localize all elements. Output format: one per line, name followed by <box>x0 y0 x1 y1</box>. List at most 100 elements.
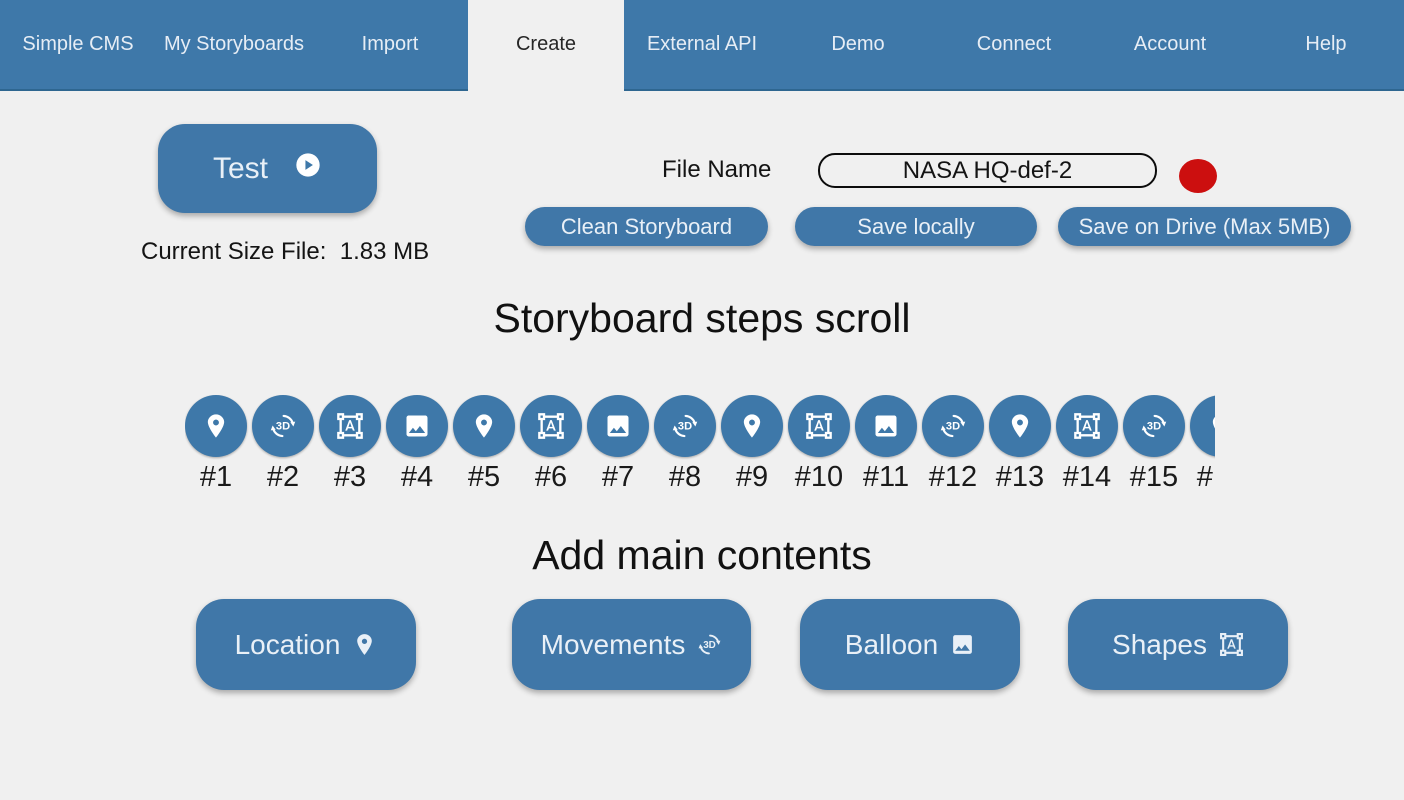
step-circle[interactable] <box>453 395 515 457</box>
step-label: #7 <box>601 461 635 493</box>
location-button[interactable]: Location <box>196 599 416 690</box>
content-button-label: Balloon <box>844 628 939 660</box>
step-label: #1 <box>199 461 233 493</box>
shapes-icon <box>337 413 363 439</box>
step-circle[interactable]: 3D <box>922 395 984 457</box>
step-label: #2 <box>266 461 300 493</box>
step-label: #3 <box>333 461 367 493</box>
content-button-label: Movements <box>540 628 686 660</box>
save-locally-button[interactable]: Save locally <box>795 207 1037 246</box>
nav-item-simple-cms[interactable]: Simple CMS <box>0 0 156 91</box>
nav-item-label: Import <box>361 33 419 55</box>
step-label: #9 <box>735 461 769 493</box>
step-item: #13 <box>989 395 1051 494</box>
content-button-label: Location <box>234 628 341 660</box>
step-item: 3D #2 <box>252 395 314 494</box>
location-icon <box>475 414 493 438</box>
file-name-input[interactable] <box>818 153 1157 188</box>
current-size-label: Current Size File: <box>141 238 327 265</box>
nav-item-import[interactable]: Import <box>312 0 468 91</box>
step-label: #14 <box>1062 461 1112 493</box>
step-label: #16 <box>1196 461 1215 493</box>
step-item: #11 <box>855 395 917 494</box>
nav-item-label: Demo <box>831 33 885 55</box>
image-icon <box>875 415 897 437</box>
top-nav: Simple CMS My Storyboards Import Create … <box>0 0 1404 91</box>
shapes-icon <box>806 413 832 439</box>
location-icon <box>1212 416 1215 429</box>
svg-text:3D: 3D <box>946 421 960 433</box>
step-label: #12 <box>928 461 978 493</box>
step-circle[interactable] <box>319 395 381 457</box>
step-circle[interactable] <box>1190 395 1215 457</box>
3d-rotation-icon: 3D <box>672 414 698 438</box>
step-item: 3D #12 <box>922 395 984 494</box>
svg-text:3D: 3D <box>678 421 692 433</box>
step-item: 3D #8 <box>654 395 716 494</box>
shapes-button[interactable]: Shapes <box>1068 599 1288 690</box>
test-button-label: Test <box>212 151 269 185</box>
save-on-drive-label: Save on Drive (Max 5MB) <box>1078 213 1331 239</box>
step-item: #5 <box>453 395 515 494</box>
status-dot <box>1179 159 1217 193</box>
step-item: #1 <box>185 395 247 494</box>
nav-item-account[interactable]: Account <box>1092 0 1248 91</box>
step-circle[interactable]: 3D <box>1123 395 1185 457</box>
file-name-label: File Name <box>662 156 772 183</box>
step-item: #7 <box>587 395 649 494</box>
content-button-label: Shapes <box>1112 628 1207 660</box>
test-button[interactable]: Test <box>158 124 377 213</box>
play-icon-slot <box>294 151 322 187</box>
step-label: #6 <box>534 461 568 493</box>
image-icon <box>607 415 629 437</box>
add-main-contents-title: Add main contents <box>532 532 872 578</box>
step-circle[interactable] <box>520 395 582 457</box>
image-icon <box>406 415 428 437</box>
nav-item-connect[interactable]: Connect <box>936 0 1092 91</box>
location-icon <box>357 634 373 655</box>
balloon-button[interactable]: Balloon <box>800 599 1020 690</box>
step-circle[interactable] <box>386 395 448 457</box>
current-size-text: Current Size File: 1.83 MB <box>141 238 429 266</box>
3d-rotation-icon: 3D <box>270 414 296 438</box>
storyboard-steps-title: Storyboard steps scroll <box>493 295 911 341</box>
step-circle[interactable]: 3D <box>252 395 314 457</box>
nav-item-label: Help <box>1305 33 1347 55</box>
step-circle[interactable] <box>721 395 783 457</box>
svg-text:3D: 3D <box>704 640 717 651</box>
nav-item-demo[interactable]: Demo <box>780 0 936 91</box>
play-icon <box>296 152 320 177</box>
svg-text:3D: 3D <box>1147 421 1161 433</box>
nav-item-label: Simple CMS <box>22 33 134 55</box>
step-item: #6 <box>520 395 582 494</box>
nav-item-help[interactable]: Help <box>1248 0 1404 91</box>
step-circle[interactable] <box>1056 395 1118 457</box>
step-circle[interactable] <box>989 395 1051 457</box>
step-item: #3 <box>319 395 381 494</box>
storyboard-steps-strip[interactable]: #1 3D #2 #3 #4 #5 #6 <box>185 395 1215 497</box>
nav-item-create[interactable]: Create <box>468 0 624 91</box>
step-item: #4 <box>386 395 448 494</box>
movements-button[interactable]: Movements 3D <box>512 599 751 690</box>
3d-rotation-icon: 3D <box>940 414 966 438</box>
step-label: #13 <box>995 461 1045 493</box>
location-icon <box>207 414 225 438</box>
location-icon <box>743 414 761 438</box>
nav-item-label: My Storyboards <box>163 33 305 55</box>
step-circle[interactable] <box>185 395 247 457</box>
image-icon <box>953 635 973 654</box>
step-circle[interactable] <box>587 395 649 457</box>
step-item: #16 <box>1190 395 1215 494</box>
step-circle[interactable] <box>788 395 850 457</box>
nav-item-label: Create <box>515 33 577 55</box>
3d-rotation-icon: 3D <box>1141 414 1167 438</box>
location-icon <box>1011 414 1029 438</box>
clean-storyboard-button[interactable]: Clean Storyboard <box>525 207 768 246</box>
save-on-drive-button[interactable]: Save on Drive (Max 5MB) <box>1058 207 1351 246</box>
nav-item-external-api[interactable]: External API <box>624 0 780 91</box>
current-size-value: 1.83 MB <box>339 238 430 265</box>
nav-item-my-storyboards[interactable]: My Storyboards <box>156 0 312 91</box>
step-circle[interactable] <box>855 395 917 457</box>
step-item: #14 <box>1056 395 1118 494</box>
step-circle[interactable]: 3D <box>654 395 716 457</box>
